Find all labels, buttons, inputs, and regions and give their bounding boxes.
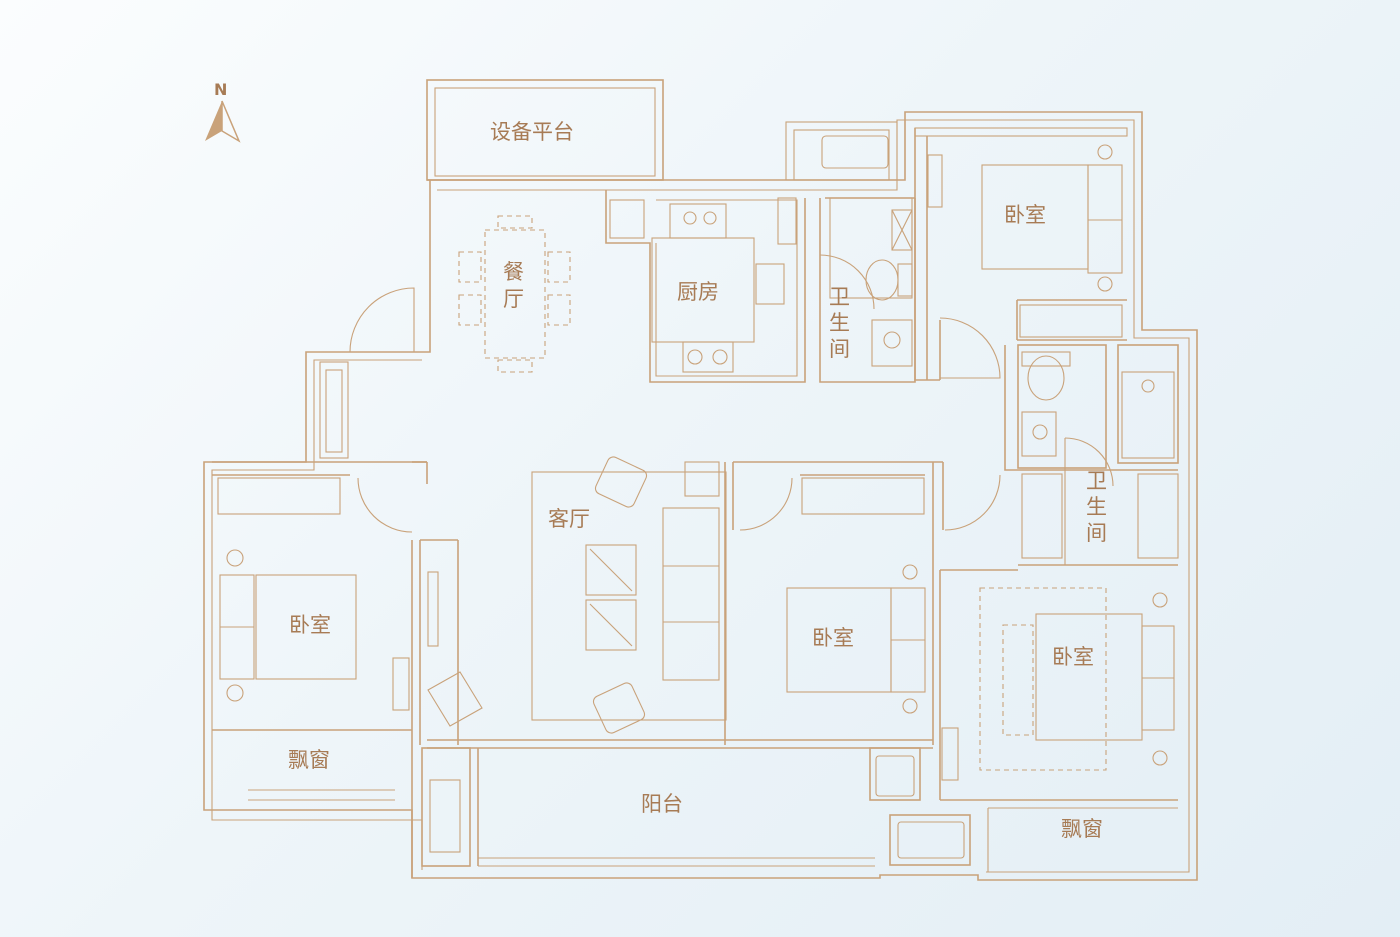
north-bathroom-fixtures-icon — [829, 197, 913, 367]
doors — [349, 254, 1114, 565]
bedroom-west-label: 卧室 — [289, 613, 331, 637]
bath-north-label-1: 卫 — [829, 285, 850, 309]
dining-label-2: 厅 — [503, 287, 524, 311]
living-room-furniture-icon — [531, 456, 727, 734]
north-compass-icon: N — [205, 80, 241, 143]
east-bathroom-fixtures-icon — [1021, 351, 1179, 559]
interior-walls — [212, 128, 1179, 878]
kitchen-label: 厨房 — [677, 280, 719, 304]
bath-north-label-2: 生 — [829, 311, 850, 335]
middle-bed-icon — [786, 477, 926, 714]
bedroom-ne-label: 卧室 — [1004, 203, 1046, 227]
svg-text:N: N — [214, 80, 227, 99]
bath-east-label-3: 间 — [1086, 521, 1107, 545]
equipment-platform-label: 设备平台 — [490, 120, 574, 144]
bay-window-east-label: 飘窗 — [1061, 817, 1103, 841]
bath-east-label-2: 生 — [1086, 495, 1107, 519]
kitchen-fixtures-icon — [609, 197, 797, 373]
bay-window-west-label: 飘窗 — [288, 748, 330, 772]
bedroom-se-label: 卧室 — [1052, 645, 1094, 669]
dining-label-1: 餐 — [503, 260, 524, 284]
balcony-label: 阳台 — [641, 792, 683, 816]
ne-bed-icon — [927, 144, 1123, 338]
bedroom-middle-label: 卧室 — [812, 626, 854, 650]
dining-table-icon — [458, 215, 571, 373]
room-labels: 设备平台 餐 厅 厨房 卫 生 间 卧室 卫 生 间 客厅 卧室 飘窗 卧室 卧… — [288, 120, 1107, 841]
living-room-label: 客厅 — [548, 507, 590, 531]
bath-north-label-3: 间 — [829, 337, 850, 361]
bath-east-label-1: 卫 — [1086, 469, 1107, 493]
se-bed-icon — [941, 587, 1175, 781]
west-bed-icon — [217, 477, 483, 727]
